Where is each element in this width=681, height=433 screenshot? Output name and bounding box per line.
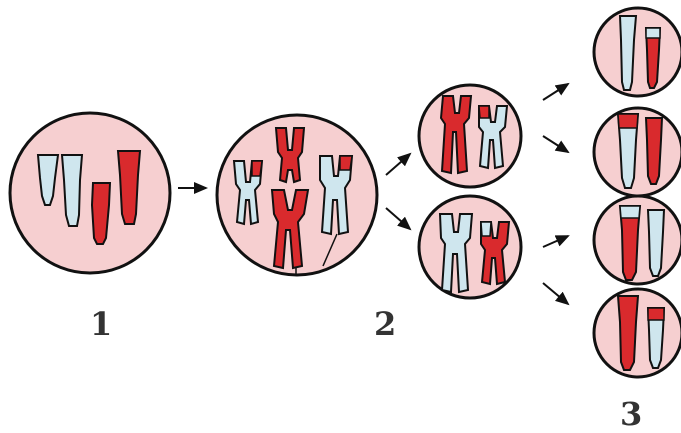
cell-stage-3-4 bbox=[594, 289, 681, 377]
arrow-to-final-3 bbox=[543, 236, 568, 247]
stage-label-1: 1 bbox=[90, 308, 112, 340]
cell-stage-1 bbox=[10, 113, 170, 273]
cell-stage-2 bbox=[217, 115, 377, 276]
arrow-2-to-lower bbox=[386, 208, 410, 229]
stage-label-2: 2 bbox=[374, 308, 396, 340]
arrow-to-final-1 bbox=[543, 84, 568, 100]
cell-stage-2-lower bbox=[419, 196, 521, 298]
cell-stage-3-3 bbox=[594, 196, 681, 284]
arrow-to-final-2 bbox=[543, 136, 568, 152]
stage-label-3: 3 bbox=[620, 398, 642, 430]
arrow-2-to-upper bbox=[386, 154, 410, 175]
chromosome-red-2 bbox=[118, 151, 140, 224]
cell-stage-3-1 bbox=[594, 8, 681, 96]
cell-stage-2-upper bbox=[419, 85, 521, 187]
arrow-to-final-4 bbox=[543, 283, 568, 304]
cell-stage-3-2 bbox=[594, 108, 681, 196]
